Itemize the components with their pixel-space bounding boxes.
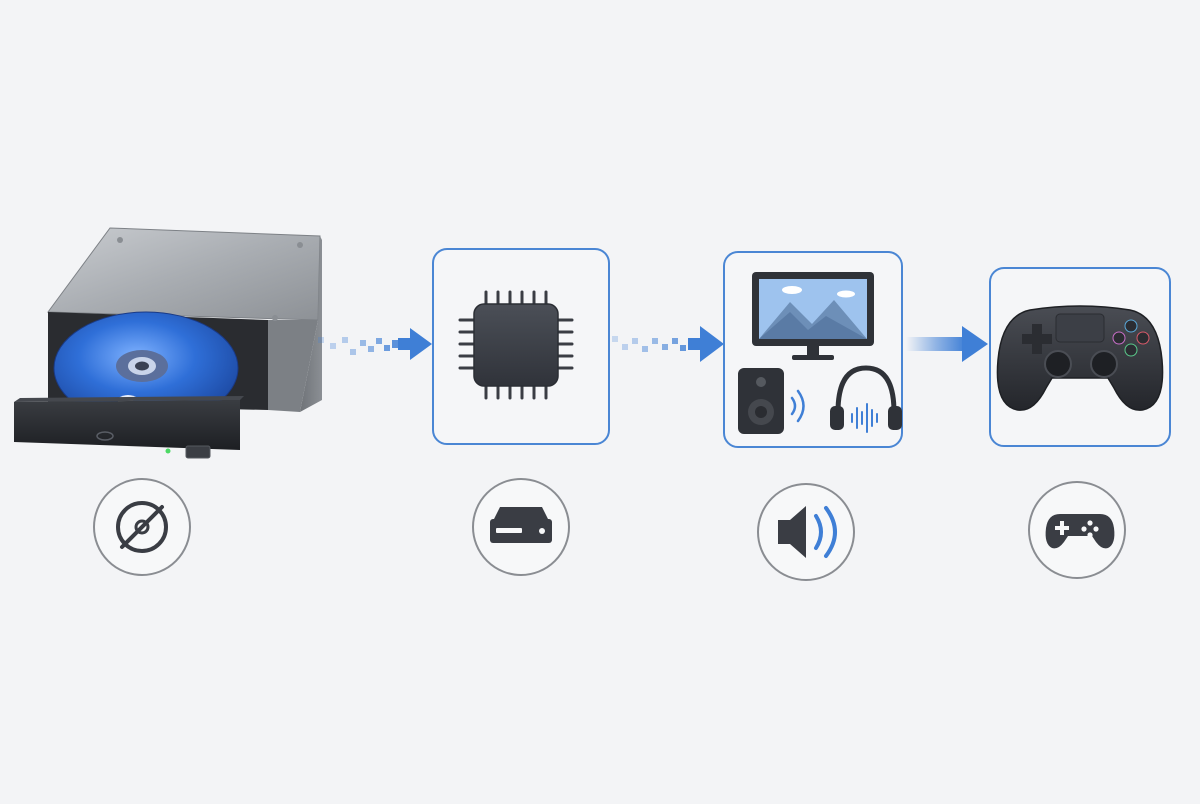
gamepad-small-icon	[1045, 514, 1115, 549]
gamepad-badge	[1028, 481, 1126, 579]
audio-video-card	[723, 251, 903, 448]
processor-card	[432, 248, 610, 445]
cpu-chip-icon	[458, 290, 574, 400]
speaker-volume-icon	[778, 506, 837, 558]
connector-gradient-arrow-3	[906, 326, 988, 362]
speaker-badge	[757, 483, 855, 581]
gamepad-icon	[996, 305, 1164, 411]
monitor-speaker-headphones-icon	[738, 272, 902, 434]
connector-pixel-arrow-1	[318, 328, 432, 360]
disc-icon	[116, 501, 168, 553]
blu-ray-drive-icon	[14, 227, 322, 459]
storage-drive-badge	[472, 478, 570, 576]
game-controller-card	[989, 267, 1171, 447]
disc-badge	[93, 478, 191, 576]
storage-drive-icon	[490, 507, 552, 543]
connector-pixel-arrow-2	[612, 326, 724, 362]
